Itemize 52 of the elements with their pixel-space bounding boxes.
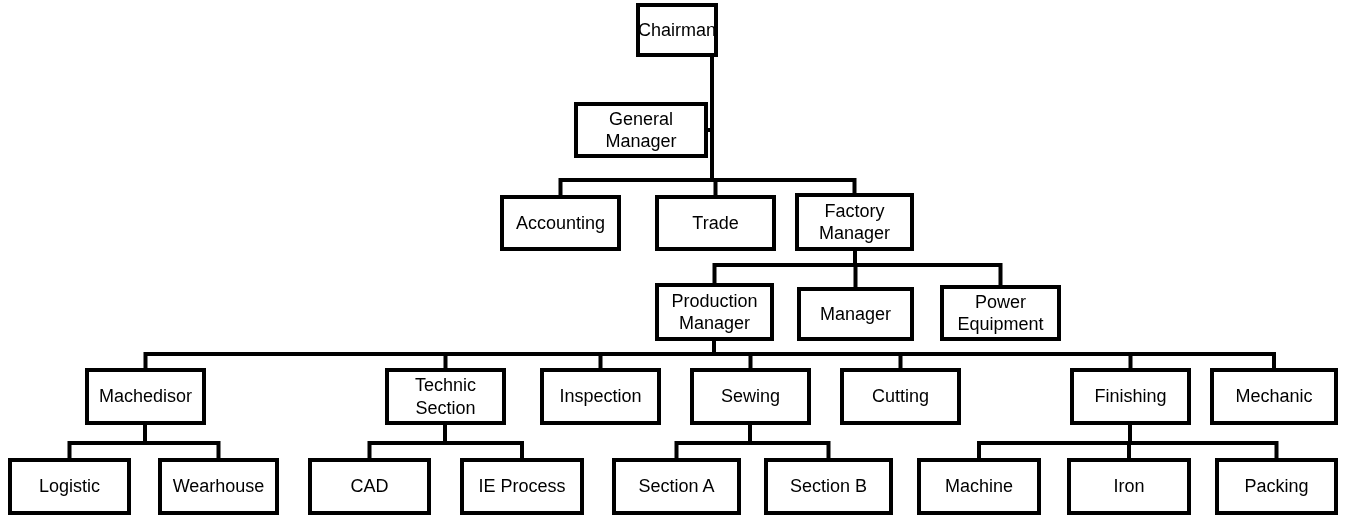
org-box — [540, 368, 661, 425]
org-box — [1215, 458, 1338, 515]
org-box — [1067, 458, 1191, 515]
org-box — [85, 368, 206, 425]
box-label: Machedisor — [98, 385, 192, 408]
box-label: Logistic — [39, 475, 100, 498]
box-label: Section B — [789, 475, 867, 498]
org-box — [308, 458, 431, 515]
box-label: Mechanic — [1235, 385, 1313, 408]
org-box — [655, 283, 774, 341]
connector-line — [443, 425, 524, 458]
box-label: Machine — [944, 475, 1013, 498]
box-label: Technic Section — [414, 374, 477, 419]
box-label: Finishing — [1094, 385, 1167, 408]
box-label: CAD — [350, 475, 389, 498]
box-label: Accounting — [515, 211, 606, 235]
box-label: Chairman — [638, 18, 716, 42]
org-box — [795, 193, 914, 251]
org-box — [612, 458, 741, 515]
box-label: Packing — [1244, 475, 1309, 498]
org-box — [655, 195, 776, 251]
box-label: Factory Manager — [817, 199, 891, 245]
org-box — [8, 458, 131, 515]
box-label: Production Manager — [670, 289, 759, 335]
box-label: Wearhouse — [172, 475, 265, 498]
box-label: Section A — [638, 475, 715, 498]
org-box — [690, 368, 811, 425]
connector-line — [143, 425, 221, 458]
org-box — [1210, 368, 1338, 425]
box-label: General Manager — [604, 107, 678, 153]
org-box — [636, 3, 718, 57]
box-label: Manager — [819, 302, 891, 326]
connector-line — [748, 425, 831, 458]
org-box — [574, 102, 708, 158]
org-box — [940, 285, 1061, 341]
org-box — [764, 458, 893, 515]
box-label: Power Equipment — [956, 290, 1045, 336]
box-label: IE Process — [478, 475, 566, 498]
org-box — [797, 287, 914, 341]
box-label: Iron — [1113, 475, 1145, 498]
org-box — [840, 368, 961, 425]
org-box — [1070, 368, 1191, 425]
connector-line — [1128, 425, 1279, 458]
org-box — [500, 195, 621, 251]
org-box — [917, 458, 1041, 515]
box-label: Inspection — [559, 385, 642, 408]
org-box — [158, 458, 279, 515]
org-box — [385, 368, 506, 425]
box-label: Trade — [692, 211, 739, 235]
org-box — [460, 458, 584, 515]
box-label: Sewing — [720, 385, 780, 408]
box-label: Cutting — [871, 385, 929, 408]
